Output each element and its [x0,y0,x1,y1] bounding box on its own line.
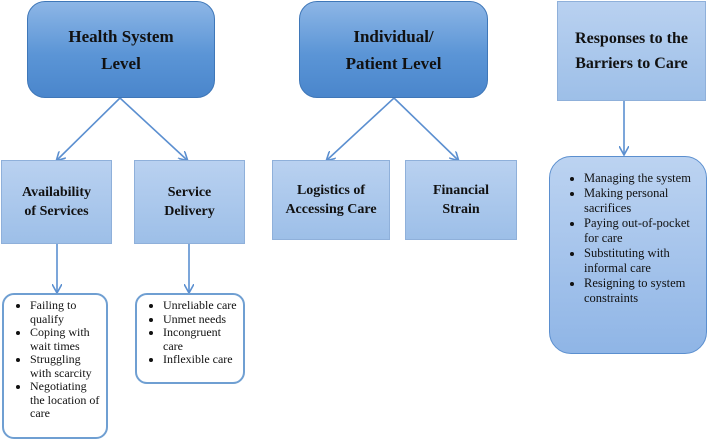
list-item: Incongruent care [163,325,237,353]
availability-items-list: Failing to qualify Coping with wait time… [2,293,108,439]
arrow-health-to-availability [57,97,121,160]
logistics-of-accessing-care-box: Logistics of Accessing Care [272,160,390,240]
list-item: Coping with wait times [30,325,100,353]
list-item: Failing to qualify [30,298,100,326]
list-item: Paying out-of-pocket for care [584,216,696,246]
list-item: Inflexible care [163,352,237,367]
responses-items-list: Managing the system Making personal sacr… [549,156,707,354]
responses-to-barriers-box: Responses to the Barriers to Care [557,1,706,101]
list-item: Struggling with scarcity [30,352,100,380]
availability-of-services-box: Availability of Services [1,160,112,244]
list-item: Unmet needs [163,312,237,327]
list-item: Negotiating the location of care [30,379,100,421]
service-delivery-items-list: Unreliable care Unmet needs Incongruent … [135,293,245,384]
arrow-individual-to-logistics [327,97,395,160]
list-item: Unreliable care [163,298,237,313]
individual-patient-level-box: Individual/ Patient Level [299,1,488,98]
list-item: Making personal sacrifices [584,186,696,216]
arrow-individual-to-financial [393,97,458,160]
health-system-level-box: Health System Level [27,1,215,98]
list-item: Substituting with informal care [584,246,696,276]
arrow-health-to-service-delivery [119,97,187,160]
list-item: Resigning to system constraints [584,276,696,306]
financial-strain-box: Financial Strain [405,160,517,240]
list-item: Managing the system [584,171,696,186]
service-delivery-box: Service Delivery [134,160,245,244]
